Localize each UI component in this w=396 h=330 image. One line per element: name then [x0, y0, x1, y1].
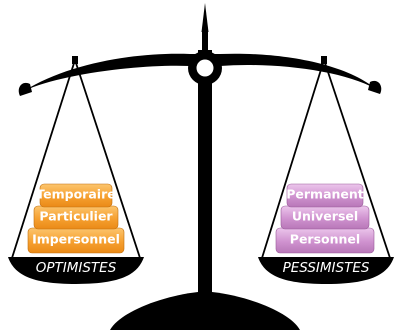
left-item-impersonnel: Impersonnel — [32, 232, 120, 247]
scale-structure — [18, 3, 382, 330]
left-pan: Temporaire Particulier Impersonnel OPTIM… — [8, 183, 144, 284]
right-item-personnel: Personnel — [290, 232, 360, 247]
hook-left — [72, 56, 78, 64]
beam-end-right — [368, 80, 382, 94]
scale-base — [110, 292, 300, 330]
beam-end-left — [18, 82, 32, 96]
right-pan: Permanent Universel Personnel PESSIMISTE… — [258, 183, 394, 284]
left-item-temporaire: Temporaire — [36, 187, 115, 202]
pan-strings — [11, 59, 391, 259]
left-pan-bowl — [8, 257, 144, 284]
right-item-universel: Universel — [292, 209, 358, 224]
right-pan-title: PESSIMISTES — [283, 260, 370, 276]
right-item-permanent: Permanent — [286, 187, 364, 202]
pivot-hole — [196, 59, 214, 77]
left-pan-title: OPTIMISTES — [36, 260, 117, 276]
left-step-1 — [39, 183, 113, 208]
left-item-particulier: Particulier — [39, 209, 113, 224]
scale-post — [198, 50, 212, 300]
hook-right — [321, 56, 327, 64]
right-step-1 — [286, 183, 364, 208]
pivot-knob — [202, 30, 208, 54]
right-pan-bowl — [258, 257, 394, 284]
finial-spike — [201, 3, 209, 32]
scale-beam — [24, 53, 376, 91]
